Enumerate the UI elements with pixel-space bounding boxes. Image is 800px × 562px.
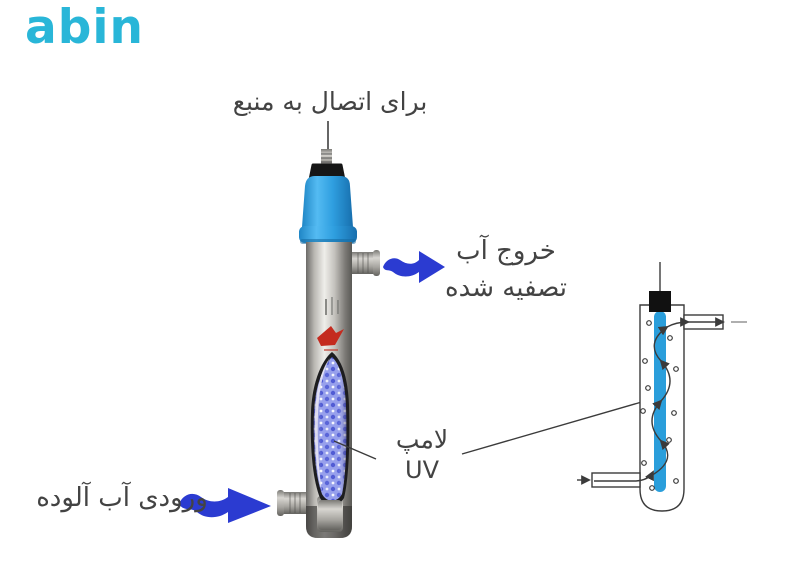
schematic-inlet-pipe: [591, 472, 641, 488]
purified-water-outlet-label: خروج آب تصفیه شده: [420, 233, 592, 307]
lamp-label-leader-left: [333, 440, 377, 460]
flow-schematic: [577, 262, 747, 512]
contaminated-water-inlet-label: ورودی آب آلوده: [36, 483, 208, 513]
outlet-arrow-icon: [383, 251, 445, 283]
abin-logo: abin: [25, 0, 144, 55]
outlet-label-line2: تصفیه شده: [444, 273, 568, 303]
outlet-label-line1: خروج آب: [456, 236, 556, 266]
cutaway-uv-lamp: [310, 352, 350, 506]
inlet-arrow-icon: [179, 488, 271, 523]
serpentine-flow-path: [644, 317, 725, 480]
uv-sterilizer-photo: [277, 149, 380, 538]
source-connection-label: برای اتصال به منبع: [232, 87, 428, 116]
schematic-lamp-base: [649, 291, 671, 312]
uv-lamp-label: لامپ UV: [383, 424, 461, 486]
body-sticker: [317, 297, 344, 351]
lamp-label-line2: UV: [405, 456, 439, 484]
outlet-pipe: [352, 250, 380, 276]
inlet-pipe: [277, 490, 306, 516]
lamp-label-leader-right: [461, 398, 653, 455]
blue-cap: [299, 176, 357, 244]
red-brand-mark: [317, 326, 344, 346]
lamp-label-line1: لامپ: [395, 425, 449, 454]
lamp-end-cap-front: [318, 500, 342, 530]
top-connector: [321, 149, 332, 167]
schematic-bubbles: [640, 320, 679, 491]
